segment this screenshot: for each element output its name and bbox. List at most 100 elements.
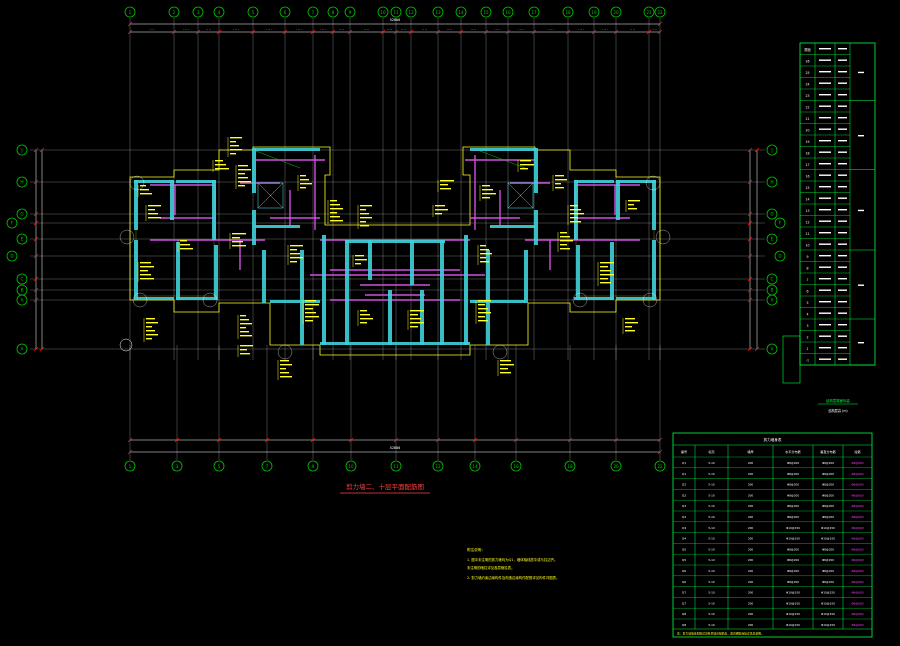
dim-tick (174, 437, 180, 443)
rebar-callout-mark (232, 233, 246, 235)
dim-text: ···· (149, 28, 155, 31)
axis-bubble-right (766, 233, 778, 245)
wall-table-cell: 200 (748, 493, 754, 497)
wall-table-cell: 5-10 (708, 580, 715, 584)
axis-bubble-top-label: 18 (565, 10, 571, 15)
level-table-height-mark (838, 186, 847, 188)
dim-tick (33, 147, 39, 153)
axis-bubble-bottom-label: 3 (176, 464, 179, 469)
rebar-callout-mark (240, 345, 253, 347)
dim-tick (250, 29, 256, 35)
shear-wall (254, 148, 320, 151)
rebar-callout-mark (520, 168, 528, 170)
wall-table-cell: Φ6@600 (851, 580, 863, 584)
rebar-callout-mark (140, 193, 152, 195)
level-table-caption: 结构层楼面标高 (826, 398, 850, 403)
dim-tick (435, 29, 441, 35)
level-table-elev-mark (819, 347, 831, 349)
wall-table-cell: 5-10 (708, 515, 715, 519)
axis-bubble-top-label: 21 (646, 10, 652, 15)
level-table-elev-mark (819, 128, 831, 130)
axis-bubble-top (247, 6, 259, 18)
wall-table-cell: Φ8@200 (822, 547, 834, 551)
dim-text: ···· (421, 28, 427, 31)
axis-bubble-right-label: D (778, 254, 781, 259)
axis-bubble-right (766, 144, 778, 156)
dim-tick (747, 346, 753, 352)
wall-table-cell: Φ8@200 (787, 569, 799, 573)
axis-bubble-top (405, 6, 417, 18)
level-table-elev-mark (819, 289, 831, 291)
wall-table-cell: Φ10@150 (786, 591, 800, 595)
dim-tick (282, 29, 288, 35)
axis-bubble-top (610, 6, 622, 18)
wall-table-cell: 5-10 (708, 483, 715, 487)
axis-bubble-top (588, 6, 600, 18)
level-table-height-mark (838, 266, 847, 268)
level-table-height-mark (838, 243, 847, 245)
rebar-callout-mark (600, 270, 611, 272)
axis-bubble-top-label: 12 (408, 10, 414, 15)
wall-table-id: Q2 (682, 493, 686, 497)
level-table-floor: 13 (805, 209, 809, 213)
wall-table-cell: Φ6@600 (851, 569, 863, 573)
shear-wall (652, 180, 656, 230)
shear-wall (534, 148, 538, 193)
rebar-callout-mark (300, 175, 306, 177)
dim-tick (195, 29, 201, 35)
axis-bubble-left-label: F (11, 221, 14, 226)
wall-table-cell: 200 (748, 472, 754, 476)
wall-table-cell: 5-10 (708, 547, 715, 551)
level-table-group-mark (858, 71, 864, 74)
rebar-callout-mark (305, 304, 319, 306)
wall-table-cell: 5-10 (708, 504, 715, 508)
dim-text: ···· (338, 28, 344, 31)
level-table-group-mark (858, 284, 864, 286)
shear-wall (170, 180, 174, 220)
axis-bubble-left-label: H (20, 180, 23, 185)
rebar-callout-mark (410, 314, 418, 316)
rebar-callout-mark (355, 255, 364, 257)
rebar-callout-mark (500, 360, 511, 362)
axis-bubble-top (377, 6, 389, 18)
dim-tick (657, 29, 663, 35)
wall-table-cell: 5-10 (708, 526, 715, 530)
rebar-callout-mark (360, 213, 369, 215)
wall-table-id: Q7 (682, 601, 686, 605)
wall-table-id: Q4 (682, 526, 686, 530)
dim-tick (435, 437, 441, 443)
axis-bubble-right (766, 294, 778, 306)
axis-bubble-top-label: 7 (312, 10, 315, 15)
axis-bubble-right (774, 217, 786, 229)
axis-bubble-bottom (432, 460, 444, 472)
axis-bubble-top (480, 6, 492, 18)
axis-bubble-left-label: A (21, 298, 24, 303)
plan-annotations (137, 137, 640, 380)
rebar-callout-mark (360, 225, 369, 227)
level-table-side-tab (782, 335, 801, 384)
rebar-callout-mark (500, 364, 514, 366)
rebar-callout-mark (290, 257, 303, 259)
axis-bubble-top-label: 17 (531, 10, 537, 15)
rebar-callout-mark (330, 220, 343, 222)
level-table-height-mark (838, 335, 847, 337)
shear-wall (574, 297, 614, 300)
dim-tick (613, 29, 619, 35)
axis-bubble-bottom (610, 460, 622, 472)
rebar-callout-mark (560, 232, 567, 234)
level-table-elev-mark (819, 59, 831, 61)
rebar-callout-mark (625, 330, 635, 332)
axis-bubble-bottom (171, 460, 183, 472)
axis-bubble-bottom (261, 460, 273, 472)
level-table-height-mark (838, 151, 847, 153)
level-table-elev-mark (819, 255, 831, 257)
rebar-callout-mark (330, 204, 340, 206)
axis-bubble-left-label: C (21, 277, 24, 282)
dim-tick (483, 29, 489, 35)
axis-bubble-top (344, 6, 356, 18)
rebar-callout-mark (440, 188, 451, 190)
rebar-callout-mark (478, 300, 491, 302)
dim-tick (33, 287, 39, 293)
balcony-arc (572, 292, 588, 308)
